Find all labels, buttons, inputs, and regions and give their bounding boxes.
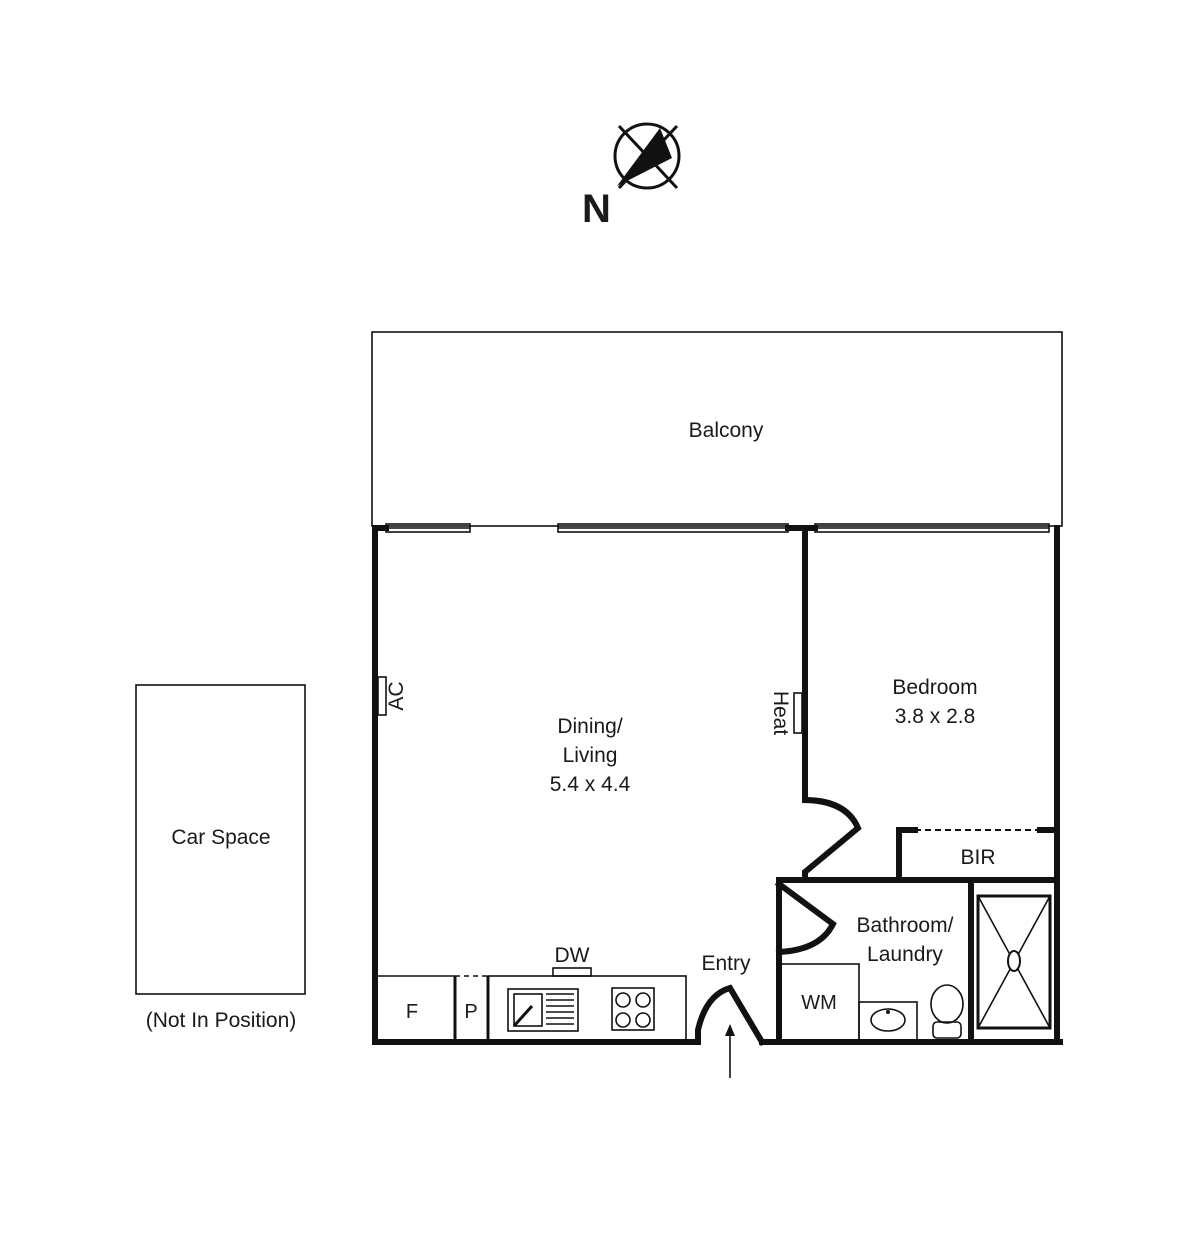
ac-label: AC bbox=[385, 681, 408, 710]
car-space-label: Car Space bbox=[171, 826, 270, 849]
dining-living-size: 5.4 x 4.4 bbox=[550, 773, 631, 796]
bir-label: BIR bbox=[960, 846, 995, 869]
balcony-label: Balcony bbox=[689, 419, 764, 442]
exterior-walls bbox=[372, 525, 1063, 1045]
dining-living-label-2: Living bbox=[563, 744, 618, 767]
north-arrow-icon bbox=[613, 122, 681, 190]
balcony-sliding-doors bbox=[385, 523, 1050, 533]
shower-icon bbox=[968, 877, 1052, 1045]
bedroom-size: 3.8 x 2.8 bbox=[895, 705, 976, 728]
heat-label: Heat bbox=[769, 691, 792, 736]
bedroom-label: Bedroom bbox=[892, 676, 977, 699]
basin-icon bbox=[858, 1001, 918, 1041]
dishwasher-unit bbox=[552, 967, 592, 977]
washing-machine-label: WM bbox=[801, 992, 837, 1014]
bathroom-label-2: Laundry bbox=[867, 943, 943, 966]
pantry-label: P bbox=[464, 1001, 477, 1023]
entry-door bbox=[695, 984, 767, 1078]
toilet-icon bbox=[930, 984, 964, 1039]
ac-unit bbox=[377, 676, 387, 716]
kitchen-bench bbox=[375, 967, 687, 1043]
fridge-label: F bbox=[406, 1001, 418, 1023]
balcony-outline bbox=[371, 331, 1063, 527]
car-space-note: (Not In Position) bbox=[146, 1009, 297, 1032]
car-space-outline bbox=[135, 684, 306, 995]
north-label: N bbox=[582, 187, 611, 231]
dining-living-label-1: Dining/ bbox=[557, 715, 623, 738]
dishwasher-label: DW bbox=[555, 944, 590, 967]
heater-unit bbox=[793, 692, 803, 734]
entry-label: Entry bbox=[701, 952, 751, 975]
cooktop-icon bbox=[611, 987, 655, 1031]
bathroom-label-1: Bathroom/ bbox=[857, 914, 954, 937]
sink-icon bbox=[507, 988, 579, 1032]
